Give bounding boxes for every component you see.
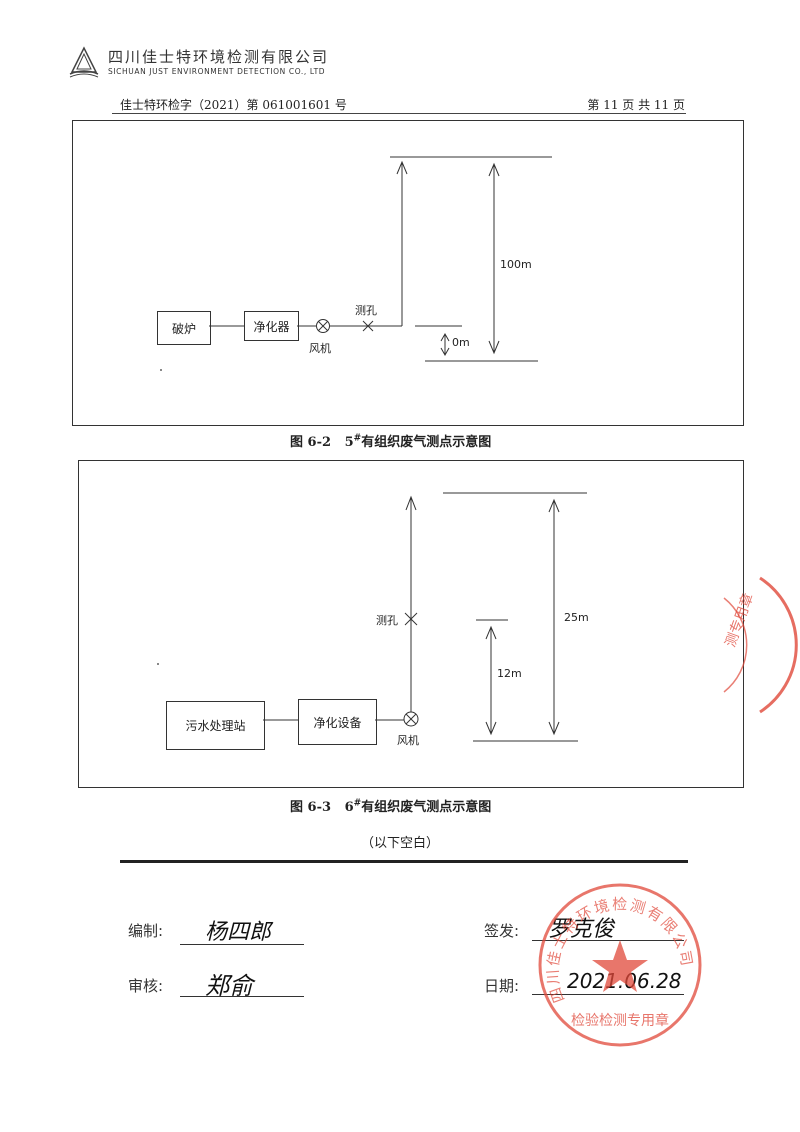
blank-note: （以下空白） <box>360 836 439 851</box>
measure-height-label-2: 12m <box>497 667 522 680</box>
purification-equipment-box: 净化设备 <box>298 699 377 745</box>
review-label: 审核: <box>128 977 164 995</box>
caption-prefix: 图 6-3 <box>290 800 332 815</box>
svg-text:检验检测专用章: 检验检测专用章 <box>571 1012 669 1029</box>
caption-sup: # <box>353 798 362 809</box>
stack-height-label-2: 25m <box>564 611 589 624</box>
report-number: 佳士特环检字（2021）第 061001601 号 <box>120 98 347 112</box>
compile-signature: 杨四郎 <box>205 920 272 945</box>
edge-seal-stamp: 测专用章 <box>722 576 798 714</box>
fan-label: 风机 <box>309 342 331 355</box>
caption-text: 有组织废气测点示意图 <box>361 435 492 450</box>
fan-label-2: 风机 <box>397 734 419 747</box>
figure-6-2-diagram <box>160 156 552 371</box>
issue-signature: 罗克俊 <box>548 917 615 942</box>
signature-divider <box>120 860 688 863</box>
stack-height-label: 100m <box>500 258 532 271</box>
date-label: 日期: <box>484 977 520 995</box>
measure-height-label: 0m <box>452 336 470 349</box>
issue-underline <box>532 940 684 941</box>
sampling-hole-label: 测孔 <box>355 304 377 317</box>
header-divider <box>112 113 686 114</box>
review-signature: 郑俞 <box>205 972 253 1000</box>
furnace-box: 破炉 <box>157 311 211 345</box>
compile-label: 编制: <box>128 922 164 940</box>
company-name-cn: 四川佳士特环境检测有限公司 <box>108 48 330 66</box>
caption-number: 5 <box>344 435 354 450</box>
issue-label: 签发: <box>484 922 520 940</box>
caption-number: 6 <box>344 800 354 815</box>
figure-6-3-diagram <box>157 492 587 742</box>
date-underline <box>532 994 684 995</box>
page-info: 第 11 页 共 11 页 <box>587 98 685 112</box>
figure-6-3-caption: 图 6-3 6#有组织废气测点示意图 <box>290 796 491 815</box>
sampling-hole-label-2: 测孔 <box>376 614 398 627</box>
caption-text: 有组织废气测点示意图 <box>361 800 492 815</box>
caption-sup: # <box>353 433 362 444</box>
figure-6-2-caption: 图 6-2 5#有组织废气测点示意图 <box>290 431 491 450</box>
caption-prefix: 图 6-2 <box>290 435 332 450</box>
purifier-box: 净化器 <box>244 311 299 341</box>
official-seal-stamp: 四川佳士特环境检测有限公司 检验检测专用章 <box>538 883 702 1047</box>
figure-6-2-frame <box>72 120 744 426</box>
compile-underline <box>180 944 304 945</box>
company-name-en: SICHUAN JUST ENVIRONMENT DETECTION CO., … <box>108 67 326 76</box>
review-underline <box>180 996 304 997</box>
sewage-station-box: 污水处理站 <box>166 701 265 750</box>
company-logo <box>64 42 104 82</box>
